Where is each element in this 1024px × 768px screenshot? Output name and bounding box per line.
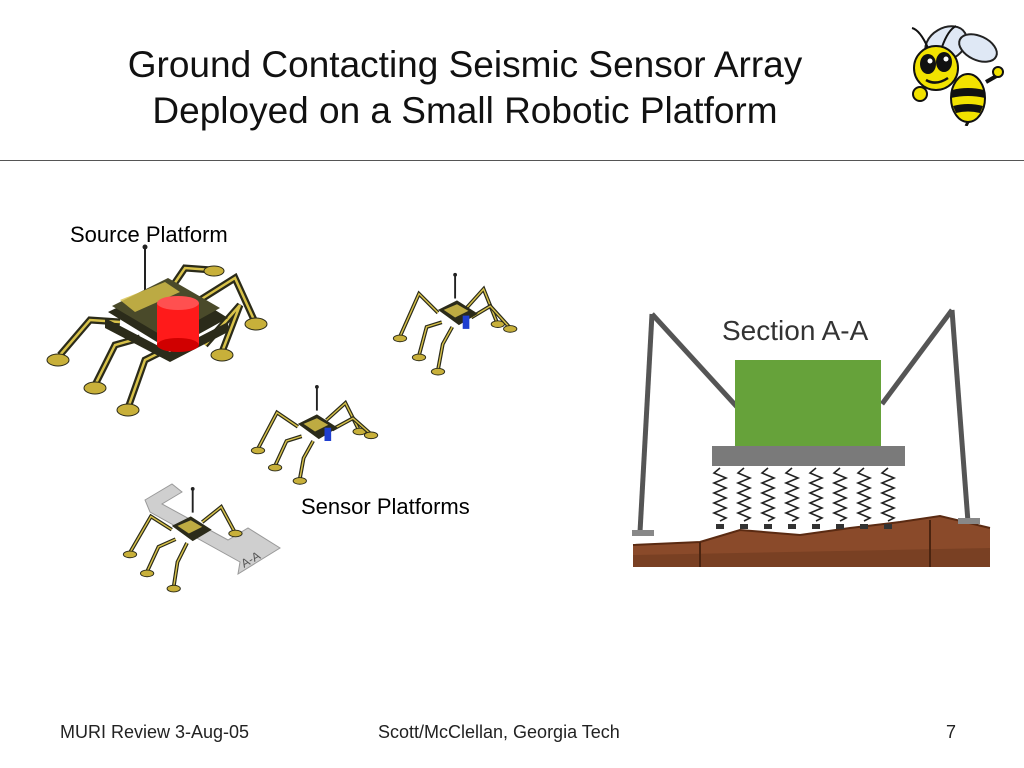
footer-event: MURI Review 3-Aug-05 — [60, 722, 250, 742]
sensor-platforms-label: Sensor Platforms — [301, 494, 470, 519]
section-title: Section A-A — [722, 315, 869, 346]
section-arrow: A-A — [144, 483, 281, 576]
sensor-platform-robot — [122, 486, 243, 593]
page-number: 7 — [946, 722, 957, 742]
source-platform-label: Source Platform — [70, 222, 228, 247]
source-platform-robot — [46, 244, 268, 417]
yellow-jacket-mascot-icon — [911, 25, 1004, 126]
sensor-platform-robot — [250, 384, 379, 485]
slide-title: Ground Contacting Seismic Sensor Array D… — [60, 42, 870, 134]
section-a-a-diagram: Section A-A — [632, 308, 991, 567]
title-line-1: Ground Contacting Seismic Sensor Array — [127, 44, 803, 85]
spring-array — [711, 467, 897, 522]
title-divider — [0, 160, 1024, 161]
title-line-2: Deployed on a Small Robotic Platform — [152, 90, 778, 131]
footer-authors: Scott/McClellan, Georgia Tech — [378, 722, 620, 742]
sensor-platform-robot — [392, 272, 518, 376]
